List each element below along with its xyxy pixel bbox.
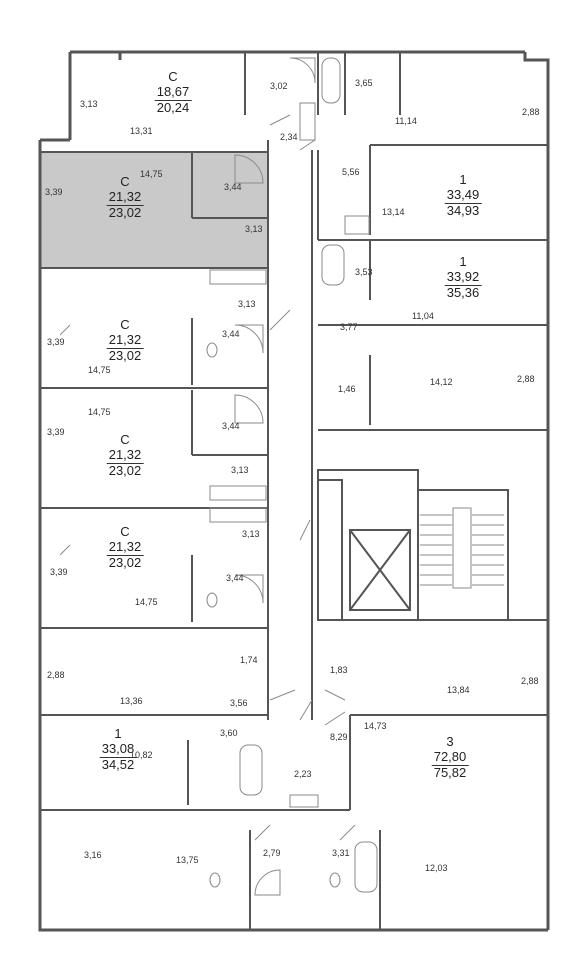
room-area-label: 3,02 (270, 81, 288, 91)
room-area-label: 14,75 (135, 597, 158, 607)
apartment-total-area: 23,02 (108, 347, 142, 363)
closet-racks (209, 102, 370, 808)
stair-treads (420, 507, 504, 589)
room-area-label: 14,75 (88, 407, 111, 417)
room-area-label: 11,14 (395, 116, 417, 126)
room-area-label: 2,34 (280, 132, 298, 142)
apartment-living-area: 21,32 (106, 331, 144, 349)
apartment-type: С (120, 174, 130, 189)
apartment-label: 3 72,80 75,82 (431, 734, 469, 781)
apartment-type: С (168, 69, 178, 84)
room-area-label: 8,29 (330, 732, 348, 742)
apartment-label: С 18,67 20,24 (154, 69, 192, 116)
room-area-label: 13,36 (120, 696, 143, 706)
room-area-label: 13,84 (447, 685, 470, 695)
apartment-living-area: 33,08 (99, 740, 137, 758)
room-area-label: 3,39 (47, 427, 65, 437)
apartment-type: 1 (459, 254, 467, 269)
room-area-label: 2,79 (263, 848, 281, 858)
apartment-total-area: 23,02 (108, 204, 142, 220)
door-swings (59, 114, 356, 841)
room-area-label: 3,39 (50, 567, 68, 577)
apartment-living-area: 21,32 (106, 538, 144, 556)
room-area-label: 3,39 (45, 187, 63, 197)
room-area-label: 3,39 (47, 337, 65, 347)
room-area-label: 13,14 (382, 207, 405, 217)
room-area-label: 3,13 (245, 224, 263, 234)
apartment-label: С 21,32 23,02 (106, 174, 144, 221)
room-area-label: 3,13 (242, 529, 260, 539)
apartment-living-area: 21,32 (106, 446, 144, 464)
room-area-label: 5,56 (342, 167, 360, 177)
apartment-label: 1 33,49 34,93 (444, 172, 482, 219)
room-area-label: 3,31 (332, 848, 350, 858)
room-area-label: 3,16 (84, 850, 102, 860)
apartment-type: С (120, 432, 130, 447)
room-area-label: 2,88 (517, 374, 535, 384)
highlighted-apartment[interactable] (40, 152, 268, 268)
apartment-label: С 21,32 23,02 (106, 524, 144, 571)
room-area-label: 14,75 (88, 365, 111, 375)
room-area-label: 3,77 (340, 322, 358, 332)
apartment-total-area: 34,52 (101, 756, 135, 772)
apartment-living-area: 18,67 (154, 83, 192, 101)
room-area-label: 2,88 (522, 107, 540, 117)
room-area-label: 3,44 (222, 421, 240, 431)
room-area-label: 14,12 (430, 377, 453, 387)
apartment-label: С 21,32 23,02 (106, 317, 144, 364)
room-area-label: 10,82 (130, 750, 153, 760)
room-area-label: 1,74 (240, 655, 258, 665)
room-area-label: 3,13 (238, 299, 256, 309)
apartment-type: С (120, 524, 130, 539)
apartment-total-area: 23,02 (108, 554, 142, 570)
apartment-type: 3 (446, 734, 454, 749)
apartment-type: 1 (459, 172, 467, 187)
room-area-label: 3,44 (224, 182, 242, 192)
room-area-label: 1,83 (330, 665, 348, 675)
apartment-total-area: 20,24 (156, 99, 190, 115)
room-area-label: 2,23 (294, 769, 312, 779)
bath-fixtures (206, 57, 378, 896)
room-area-label: 1,46 (338, 384, 356, 394)
room-area-label: 13,75 (176, 855, 199, 865)
interior-walls (40, 52, 548, 930)
room-area-label: 14,73 (364, 721, 387, 731)
apartment-living-area: 72,80 (431, 748, 469, 766)
apartment-total-area: 34,93 (446, 202, 480, 218)
room-area-label: 3,53 (355, 267, 373, 277)
room-area-label: 2,88 (521, 676, 539, 686)
room-area-label: 3,13 (80, 99, 98, 109)
room-area-label: 3,13 (231, 465, 249, 475)
room-area-label: 3,44 (226, 573, 244, 583)
room-area-label: 3,56 (230, 698, 248, 708)
apartment-label: С 21,32 23,02 (106, 432, 144, 479)
apartment-label: 1 33,08 34,52 (99, 726, 137, 773)
apartment-living-area: 33,92 (444, 268, 482, 286)
room-area-label: 3,60 (220, 728, 238, 738)
room-area-label: 13,31 (130, 126, 153, 136)
room-area-label: 12,03 (425, 863, 448, 873)
apartment-living-area: 33,49 (444, 186, 482, 204)
apartment-total-area: 75,82 (433, 764, 467, 780)
apartment-type: С (120, 317, 130, 332)
apartment-total-area: 23,02 (108, 462, 142, 478)
apartment-type: 1 (114, 726, 122, 741)
apartment-living-area: 21,32 (106, 188, 144, 206)
outer-walls (38, 50, 550, 932)
room-area-label: 3,65 (355, 78, 373, 88)
apartment-label: 1 33,92 35,36 (444, 254, 482, 301)
room-area-label: 14,75 (140, 169, 163, 179)
room-area-label: 11,04 (412, 311, 434, 321)
room-area-label: 3,44 (222, 329, 240, 339)
room-area-label: 2,88 (47, 670, 65, 680)
apartment-total-area: 35,36 (446, 284, 480, 300)
